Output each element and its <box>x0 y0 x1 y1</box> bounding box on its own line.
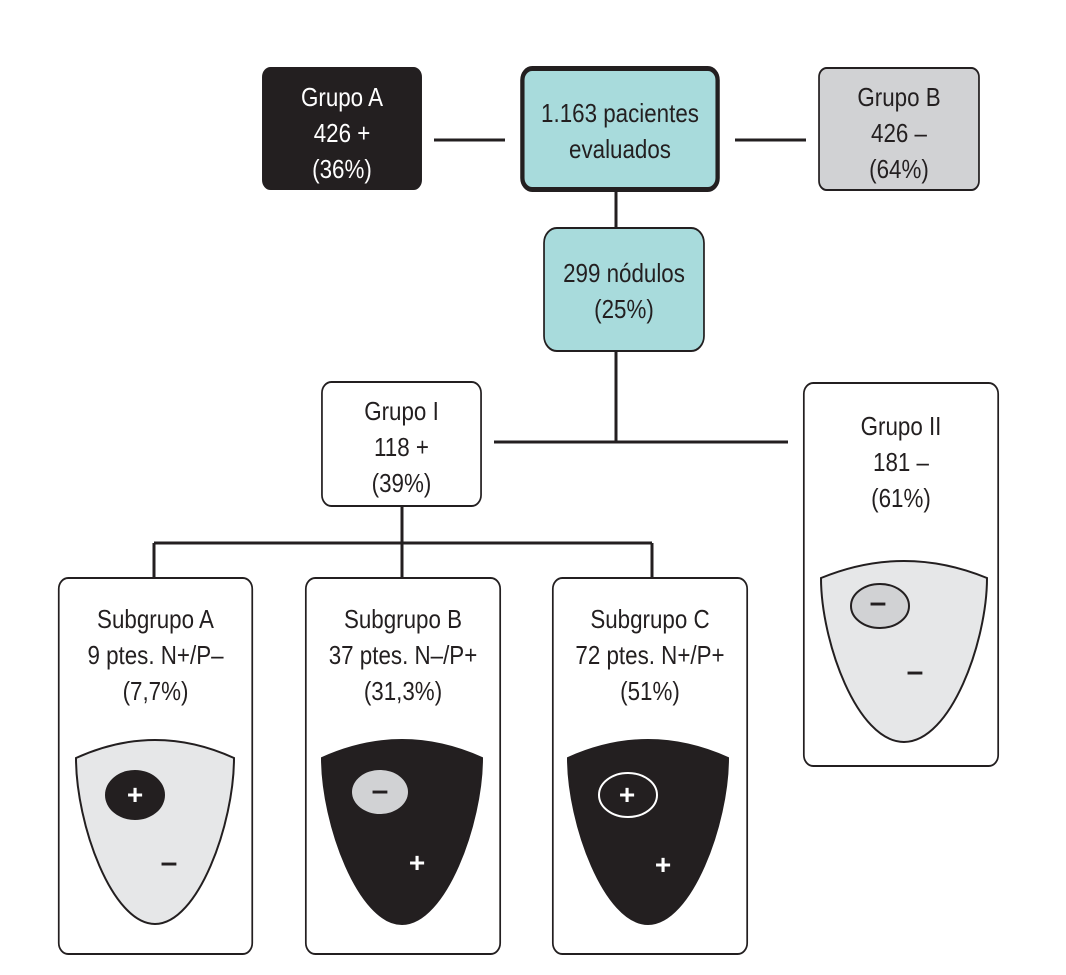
subgrupo-a-percent: (7,7%) <box>122 676 189 706</box>
grupo-b-count: 426 – <box>871 118 927 148</box>
subgrupo-c-nodule-illustration: + + <box>566 739 730 926</box>
nodule-positive <box>105 770 165 820</box>
grupo-ii-count: 181 – <box>873 447 929 477</box>
nodule-sign: – <box>870 586 887 619</box>
nodule-negative <box>850 583 910 629</box>
nodule-sign: + <box>127 779 143 810</box>
gland-positive <box>566 739 730 926</box>
grupo-b-box: Grupo B 426 – (64%) <box>818 67 980 191</box>
grupo-ii-nodule-illustration: – – <box>819 560 989 744</box>
grupo-a-box: Grupo A 426 + (36%) <box>262 67 422 190</box>
subgrupo-c-title: Subgrupo C <box>590 604 710 634</box>
grupo-a-percent: (36%) <box>312 154 372 184</box>
nodule-sign: + <box>619 779 635 810</box>
total-patients-box: 1.163 pacientes evaluados <box>520 66 720 192</box>
nodulos-box: 299 nódulos (25%) <box>543 227 705 352</box>
subgrupo-c-percent: (51%) <box>620 676 680 706</box>
gland-negative <box>819 560 989 744</box>
total-patients-label: evaluados <box>569 134 671 164</box>
nodulos-percent: (25%) <box>594 294 654 324</box>
nodule-positive <box>598 772 658 818</box>
grupo-b-title: Grupo B <box>857 82 941 112</box>
total-patients-count: 1.163 pacientes <box>541 98 699 128</box>
nodule-sign: – <box>372 774 389 807</box>
subgrupo-c-detail: 72 ptes. N+/P+ <box>575 640 725 670</box>
grupo-i-percent: (39%) <box>371 468 432 498</box>
gland-sign: – <box>907 655 924 688</box>
gland-negative <box>74 739 236 926</box>
subgrupo-b-nodule-illustration: – + <box>320 739 484 926</box>
subgrupo-b-detail: 37 ptes. N–/P+ <box>328 640 478 670</box>
nodule-negative <box>352 770 408 814</box>
grupo-a-title: Grupo A <box>300 82 384 112</box>
gland-sign: – <box>161 846 178 879</box>
gland-sign: + <box>655 849 671 880</box>
grupo-a-count: 426 + <box>313 118 371 148</box>
grupo-i-count: 118 + <box>374 432 429 462</box>
grupo-i-title: Grupo I <box>364 396 439 426</box>
gland-positive <box>320 739 484 926</box>
subgrupo-a-detail: 9 ptes. N+/P– <box>87 640 224 670</box>
grupo-b-percent: (64%) <box>869 154 929 184</box>
gland-sign: + <box>409 847 425 878</box>
grupo-ii-percent: (61%) <box>871 483 931 513</box>
subgrupo-a-nodule-illustration: + – <box>74 739 236 926</box>
nodulos-count: 299 nódulos <box>563 258 685 288</box>
subgrupo-b-percent: (31,3%) <box>363 676 443 706</box>
subgrupo-a-title: Subgrupo A <box>97 604 214 634</box>
grupo-i-box: Grupo I 118 + (39%) <box>321 381 482 507</box>
grupo-ii-title: Grupo II <box>860 411 942 441</box>
subgrupo-b-title: Subgrupo B <box>343 604 463 634</box>
